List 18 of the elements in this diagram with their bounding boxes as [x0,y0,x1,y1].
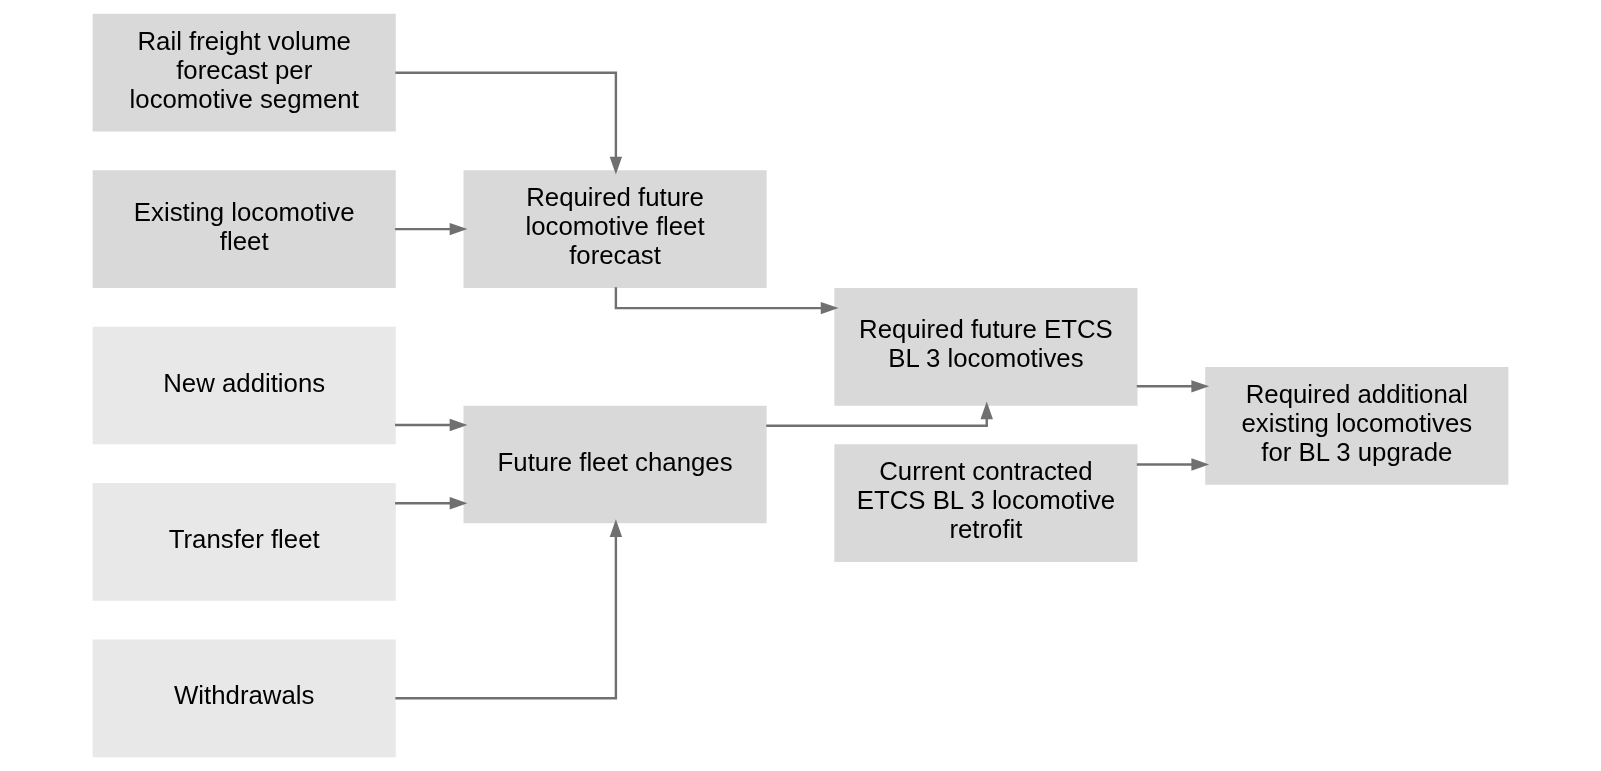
arrow [766,401,993,427]
node-box: Withdrawals [92,639,396,758]
node-box: Required additional existing locomotives for BL 3 upgrade [1205,366,1509,485]
node-box: Existing locomotive fleet [92,170,396,288]
node-box: Current contracted ETCS BL 3 locomotive retrofit [834,444,1138,563]
arrow [1136,458,1210,471]
node-box: Rail freight volume forecast per locomotive segment [92,13,396,132]
arrow [395,519,623,700]
node-box: Required future locomotive fleet forecast [463,170,767,288]
arrow [395,418,468,432]
arrow [395,497,468,510]
node-box: Future fleet changes [463,405,767,524]
node-box: Required future ETCS BL 3 locomotives [834,287,1138,406]
arrow [1136,380,1210,393]
node-box: Transfer fleet [92,483,396,601]
arrow [395,71,623,175]
node-box: New additions [92,326,396,445]
arrow [395,222,468,236]
